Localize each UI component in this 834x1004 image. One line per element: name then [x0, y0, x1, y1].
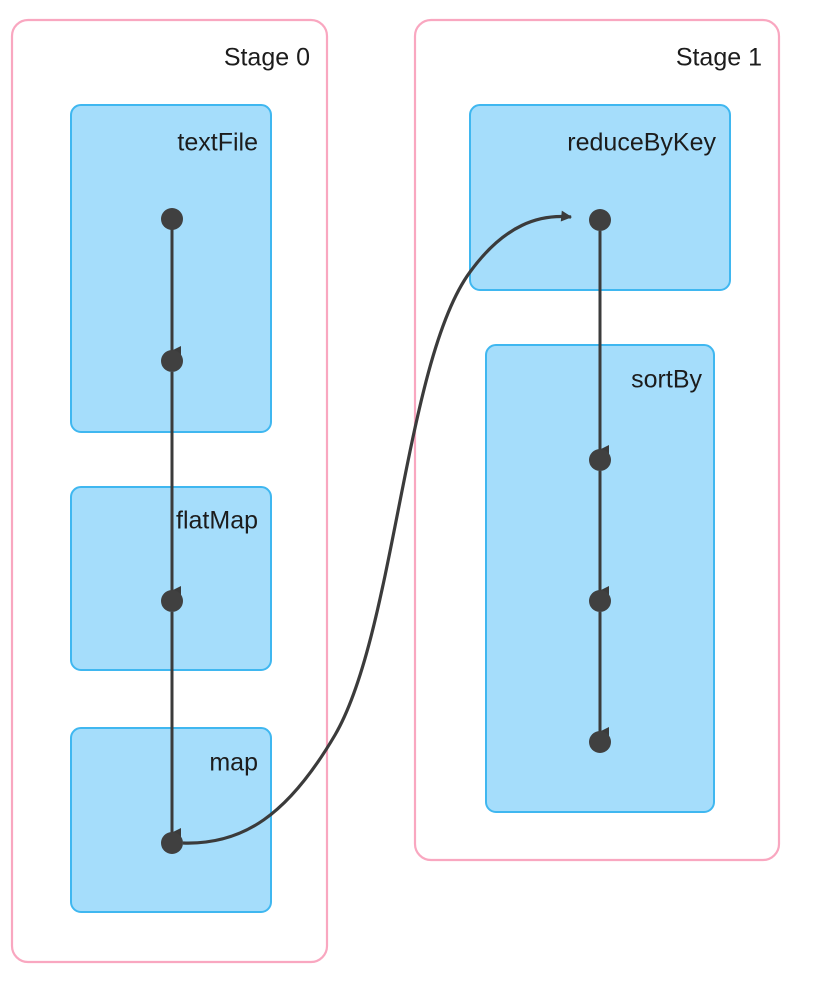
rdd-partition-node[interactable] [161, 832, 183, 854]
rdd-label-textfile: textFile [177, 129, 258, 157]
rdd-box-reducebykey-group[interactable]: reduceByKey [469, 104, 731, 291]
rdd-partition-node[interactable] [161, 350, 183, 372]
rdd-partition-node[interactable] [161, 590, 183, 612]
rdd-partition-node[interactable] [589, 590, 611, 612]
stage-label-1: Stage 1 [676, 44, 762, 72]
stage-group-0[interactable]: Stage 0 textFile flatMap map [10, 18, 329, 964]
rdd-label-map: map [209, 749, 258, 777]
edges-layer [170, 210, 609, 845]
edge-shuffle-map-to-reducebykey [182, 210, 573, 845]
rdd-partition-node[interactable] [589, 731, 611, 753]
rdd-label-reducebykey: reduceByKey [567, 129, 716, 157]
rdd-partition-node[interactable] [161, 208, 183, 230]
rdd-partition-node[interactable] [589, 449, 611, 471]
nodes-layer [161, 208, 611, 854]
rdd-label-flatmap: flatMap [176, 507, 258, 535]
stage-label-0: Stage 0 [224, 44, 310, 72]
rdd-partition-node[interactable] [589, 209, 611, 231]
rdd-label-sortby: sortBy [631, 366, 702, 394]
